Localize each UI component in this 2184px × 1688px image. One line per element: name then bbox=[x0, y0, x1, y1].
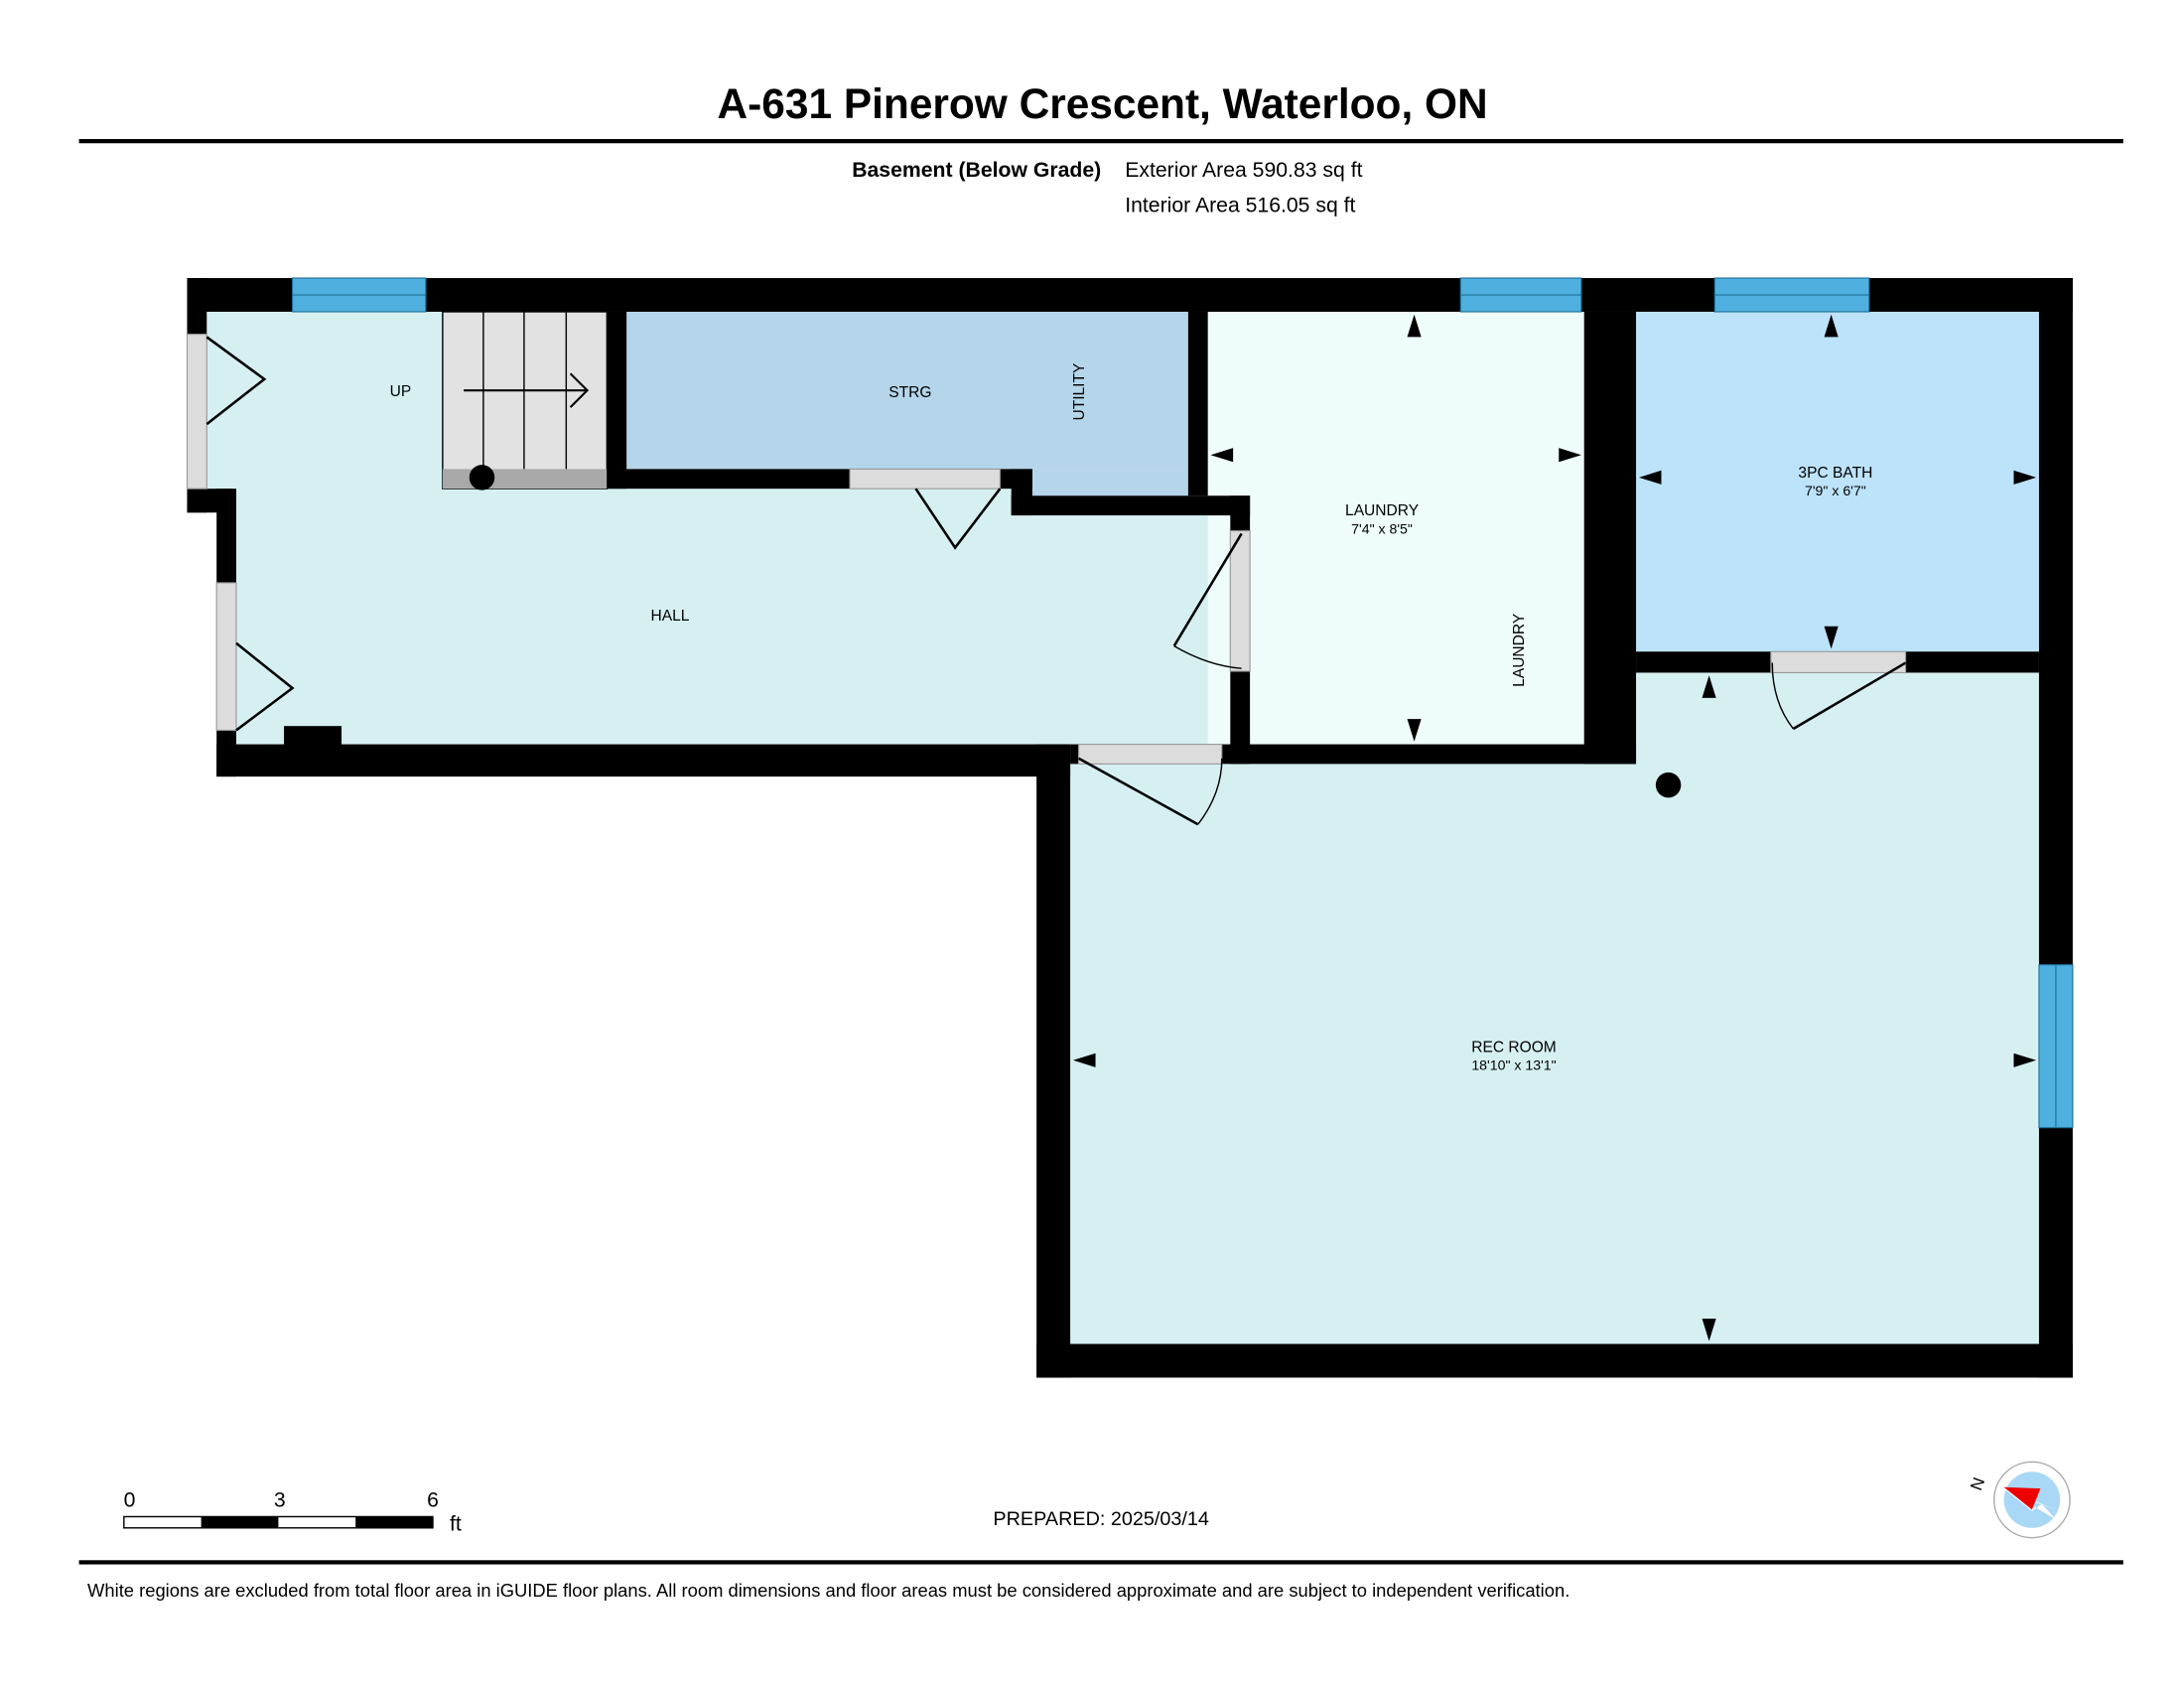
doors bbox=[186, 334, 1907, 765]
up-label: UP bbox=[390, 383, 412, 400]
interior-area: Interior Area 516.05 sq ft bbox=[1125, 195, 1355, 217]
scale-tick-0: 0 bbox=[124, 1489, 136, 1512]
windows bbox=[291, 277, 2074, 1129]
prepared-date: PREPARED: 2025/03/14 bbox=[993, 1508, 1209, 1530]
utility-area bbox=[1031, 469, 1188, 496]
bath-label: 3PC BATH bbox=[1798, 465, 1872, 482]
dimension-arrows bbox=[1072, 314, 2037, 1341]
laundry-dimensions: 7'4" x 8'5" bbox=[1351, 520, 1413, 536]
hall-label: HALL bbox=[651, 608, 690, 625]
rec-room bbox=[1070, 672, 2039, 1344]
storage-label: STRG bbox=[888, 384, 931, 401]
door bbox=[1077, 744, 1223, 765]
stair-arrow-icon bbox=[569, 372, 590, 408]
room-labels: UP STRG UTILITY HALL LAUNDRY 7'4" x 8'5"… bbox=[390, 362, 1873, 1073]
bath-dimensions: 7'9" x 6'7" bbox=[1805, 483, 1866, 498]
scale-bar: 0 3 6 ft bbox=[123, 1489, 462, 1536]
room-fills bbox=[206, 311, 2039, 1344]
laundry-label: LAUNDRY bbox=[1345, 502, 1420, 519]
title-divider bbox=[78, 139, 2123, 144]
stairs bbox=[442, 311, 609, 491]
bath-room bbox=[1636, 311, 2039, 652]
rec-room-label: REC ROOM bbox=[1471, 1039, 1557, 1055]
utility-label: UTILITY bbox=[1071, 362, 1088, 421]
footer-disclaimer: White regions are excluded from total fl… bbox=[87, 1580, 1570, 1601]
footer-divider bbox=[78, 1560, 2123, 1565]
laundry-room bbox=[1207, 311, 1584, 745]
scale-unit: ft bbox=[450, 1513, 462, 1536]
door-swings bbox=[205, 336, 1907, 826]
scale-tick-6: 6 bbox=[427, 1489, 439, 1512]
door bbox=[1770, 650, 1907, 674]
level-label: Basement (Below Grade) bbox=[852, 159, 1101, 182]
door bbox=[215, 582, 237, 732]
storage-room bbox=[626, 311, 1188, 470]
door bbox=[186, 334, 207, 490]
compass-north-label: N bbox=[1967, 1475, 1988, 1492]
exterior-area: Exterior Area 590.83 sq ft bbox=[1125, 159, 1362, 182]
rec-room-dimensions: 18'10" x 13'1" bbox=[1471, 1057, 1556, 1073]
compass-icon: N bbox=[1967, 1461, 2071, 1539]
door bbox=[1229, 530, 1251, 672]
laundry-fixture-label: LAUNDRY bbox=[1511, 613, 1528, 687]
scale-tick-3: 3 bbox=[274, 1489, 286, 1512]
page-title: A-631 Pinerow Crescent, Waterloo, ON bbox=[718, 80, 1488, 127]
door bbox=[849, 468, 1001, 490]
